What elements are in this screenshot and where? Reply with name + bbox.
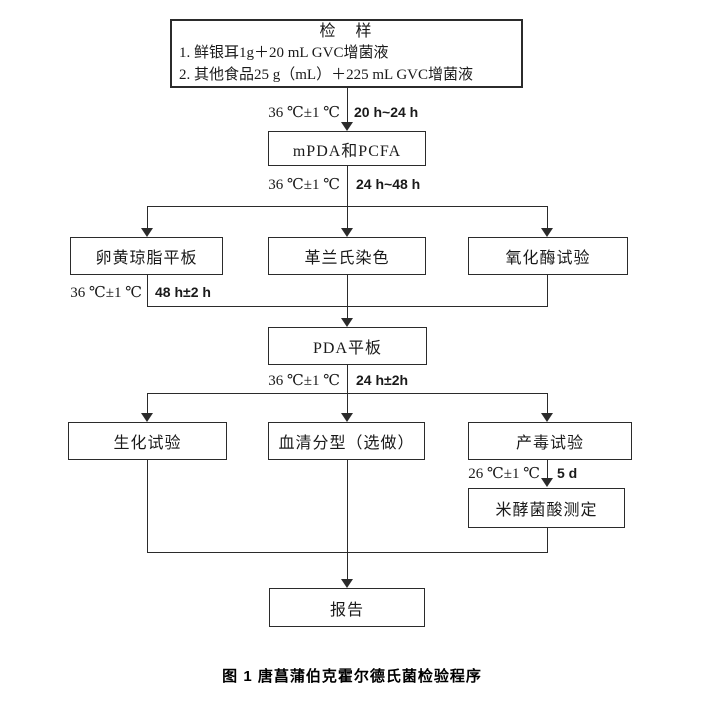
connector-line	[547, 393, 548, 414]
edge4-time-label: 24 h±2h	[356, 372, 409, 388]
connector-line	[147, 393, 148, 414]
arrow-down-icon	[541, 413, 553, 422]
connector-line	[147, 460, 148, 553]
node-sample: 检 样 1. 鲜银耳1g＋20 mL GVC增菌液 2. 其他食品25 g（mL…	[170, 19, 523, 88]
edge1-time-label: 20 h~24 h	[354, 104, 419, 120]
arrow-down-icon	[141, 413, 153, 422]
node-bongkrekic-acid: 米酵菌酸测定	[468, 488, 625, 528]
connector-line	[547, 460, 548, 479]
connector-line	[547, 528, 548, 553]
node-pda-plate: PDA平板	[268, 327, 427, 365]
arrow-down-icon	[341, 413, 353, 422]
connector-line	[347, 275, 348, 319]
connector-line	[347, 166, 348, 206]
edge1-temp-label: 36 ℃±1 ℃	[268, 105, 340, 121]
node-report: 报告	[269, 588, 425, 627]
node-pda-plate-label: PDA平板	[312, 340, 382, 357]
edge3-time-label: 48 h±2 h	[155, 284, 211, 300]
node-oxidase-test: 氧化酶试验	[468, 237, 628, 275]
arrow-down-icon	[541, 478, 553, 487]
node-oxidase-test-label: 氧化酶试验	[505, 250, 591, 267]
node-mpda-pcfa: mPDA和PCFA	[268, 131, 426, 166]
connector-line	[547, 275, 548, 307]
node-gram-stain-label: 革兰氏染色	[304, 250, 390, 267]
connector-line	[347, 393, 348, 414]
connector-line	[147, 275, 148, 307]
node-gram-stain: 革兰氏染色	[268, 237, 426, 275]
node-biochemical-test-label: 生化试验	[113, 435, 182, 452]
edge5-temp-label: 26 ℃±1 ℃	[468, 466, 540, 482]
edge2-temp-label: 36 ℃±1 ℃	[268, 177, 340, 193]
edge3-temp-label: 36 ℃±1 ℃	[70, 285, 142, 301]
node-sample-item-1: 1. 鲜银耳1g＋20 mL GVC增菌液	[179, 45, 389, 62]
node-sample-item-2: 2. 其他食品25 g（mL）＋225 mL GVC增菌液	[179, 67, 474, 84]
edge2-time-label: 24 h~48 h	[356, 176, 421, 192]
connector-line	[147, 206, 148, 229]
edge4-temp-label: 36 ℃±1 ℃	[268, 373, 340, 389]
arrow-down-icon	[341, 228, 353, 237]
node-sample-title: 检 样	[319, 23, 374, 41]
connector-line	[347, 206, 348, 229]
node-report-label: 报告	[329, 601, 364, 619]
arrow-down-icon	[341, 122, 353, 131]
node-biochemical-test: 生化试验	[68, 422, 227, 460]
connector-line	[347, 460, 348, 579]
arrow-down-icon	[341, 579, 353, 588]
arrow-down-icon	[541, 228, 553, 237]
node-toxin-test-label: 产毒试验	[515, 435, 584, 452]
node-mpda-pcfa-label: mPDA和PCFA	[292, 142, 402, 160]
connector-line	[547, 206, 548, 229]
connector-line	[347, 88, 348, 123]
node-bongkrekic-acid-label: 米酵菌酸测定	[495, 502, 598, 519]
edge5-time-label: 5 d	[557, 465, 578, 481]
node-toxin-test: 产毒试验	[468, 422, 632, 460]
node-serotyping-label: 血清分型（选做）	[278, 435, 415, 452]
node-serotyping: 血清分型（选做）	[268, 422, 425, 460]
arrow-down-icon	[141, 228, 153, 237]
node-egg-yolk-agar-label: 卵黄琼脂平板	[95, 250, 198, 267]
figure-caption: 图 1 唐菖蒲伯克霍尔德氏菌检验程序	[222, 668, 482, 685]
node-egg-yolk-agar: 卵黄琼脂平板	[70, 237, 223, 275]
arrow-down-icon	[341, 318, 353, 327]
connector-line	[347, 365, 348, 393]
